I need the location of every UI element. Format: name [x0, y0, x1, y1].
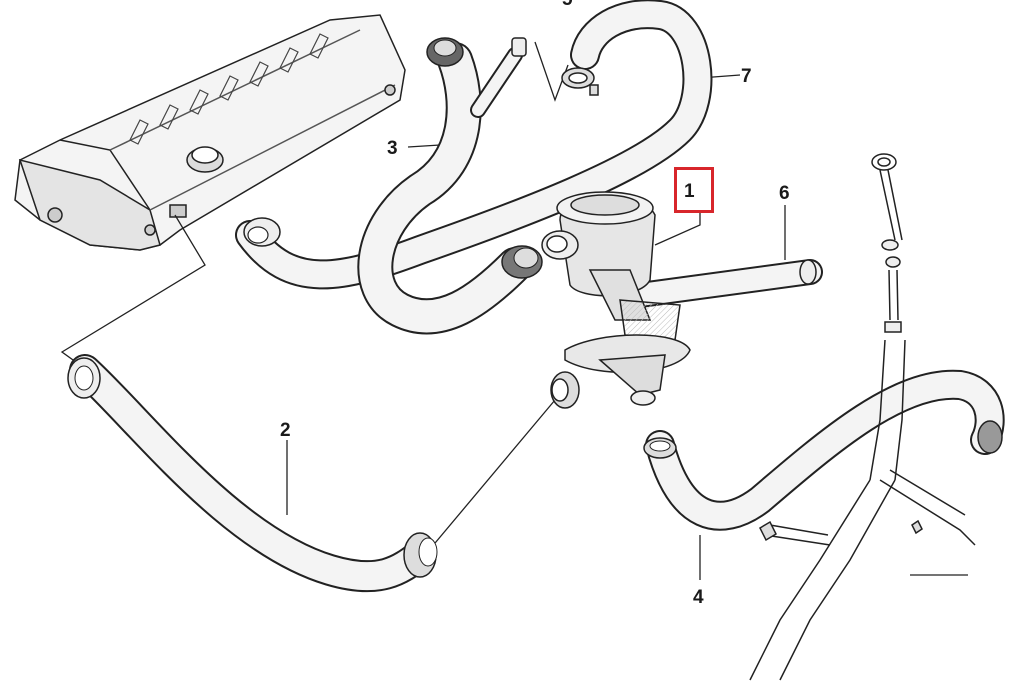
- part-label-6: 6: [779, 183, 790, 204]
- part-label-1: 1: [684, 181, 695, 202]
- part-label-5: 5: [562, 0, 573, 9]
- dipstick-tube: [749, 153, 976, 681]
- part-label-7: 7: [741, 66, 752, 87]
- hose-7: [235, 0, 713, 290]
- hose-3: [357, 37, 543, 335]
- part-label-4: 4: [693, 587, 704, 608]
- hose-4: [643, 369, 1005, 531]
- part-label-3: 3: [387, 138, 398, 159]
- part-label-2: 2: [280, 420, 291, 441]
- clamp-5: [561, 67, 599, 96]
- vent-valve-1: [541, 191, 691, 406]
- valve-cover: [14, 14, 406, 251]
- connector-fitting: [550, 371, 580, 409]
- hose-2: [67, 354, 438, 593]
- pipe-6: [627, 259, 823, 308]
- part-1-highlight-box: [674, 167, 714, 213]
